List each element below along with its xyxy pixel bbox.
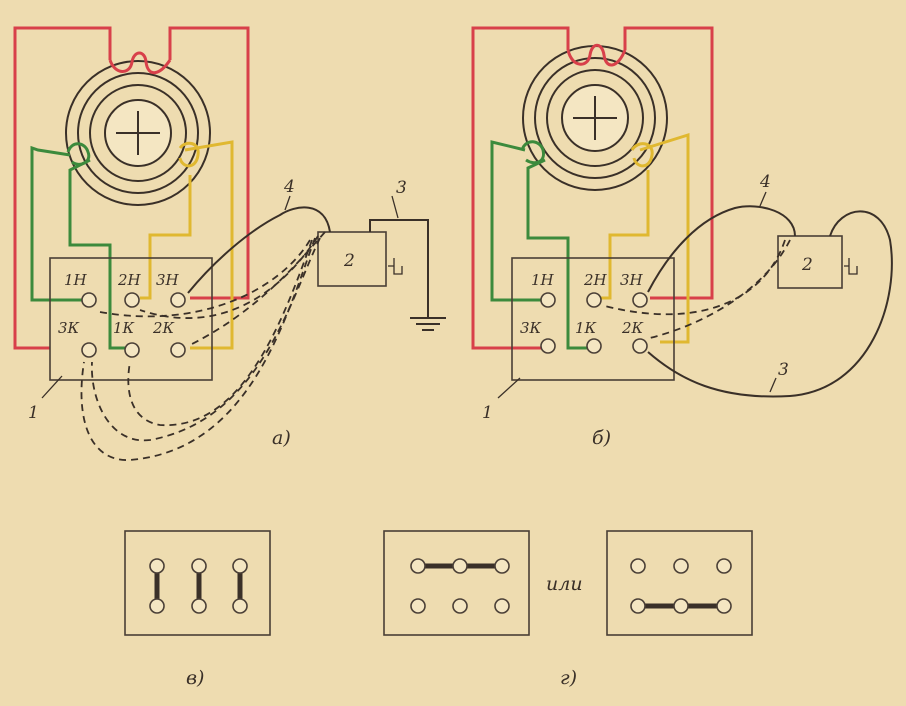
- label-2h: 2Н: [117, 271, 142, 289]
- terminal-1h-b: [540, 292, 556, 308]
- label-3h: 3Н: [156, 271, 180, 289]
- terminal-2k-b: [632, 338, 648, 354]
- callout-4-b: 4: [759, 172, 771, 192]
- label-1k-b: 1К: [575, 319, 597, 337]
- callout-line-4-a: [284, 195, 291, 211]
- or-label: или: [546, 573, 583, 595]
- yellow-coil-b: [630, 142, 654, 168]
- green-coil-a: [66, 142, 91, 166]
- caption-b: б): [592, 427, 611, 449]
- label-3k-b: 3К: [520, 319, 542, 337]
- terminal-1k-b: [586, 338, 602, 354]
- terminal-v-6: [232, 598, 248, 614]
- terminal-2h-a: [124, 292, 140, 308]
- ground-wire-a: [369, 219, 429, 318]
- figure-v: в): [124, 530, 271, 689]
- label-2k: 2К: [152, 319, 175, 337]
- red-coil-b: [566, 43, 627, 67]
- callout-line-4-b: [759, 191, 767, 207]
- label-2h-b: 2Н: [583, 271, 608, 289]
- callout-1-b: 1: [482, 403, 493, 423]
- label-1h: 1Н: [64, 271, 88, 289]
- test-device-b: [777, 235, 843, 289]
- label-1h-b: 1Н: [531, 271, 555, 289]
- board-delta-2: [606, 530, 753, 636]
- terminal-board-a: [49, 257, 213, 381]
- callout-4-a: 4: [283, 177, 295, 197]
- dashed-probe-3: [127, 239, 313, 426]
- terminal-g2-1: [630, 558, 646, 574]
- terminal-g2-4: [630, 598, 646, 614]
- device-knob-a: [388, 258, 403, 275]
- terminal-2h-b: [586, 292, 602, 308]
- terminal-3h-b: [632, 292, 648, 308]
- callout-line-1-a: [41, 375, 63, 399]
- dashed-probe-2: [80, 237, 316, 461]
- figure-g: или г): [383, 530, 753, 689]
- terminal-g1-6: [494, 598, 510, 614]
- board-delta-1: [383, 530, 530, 636]
- red-winding-b: [471, 26, 714, 350]
- terminal-v-5: [191, 598, 207, 614]
- yellow-coil-a: [178, 141, 200, 168]
- label-3k: 3К: [58, 319, 80, 337]
- terminal-2k-a: [170, 342, 186, 358]
- return-wire-b: [647, 210, 893, 398]
- device-knob-b: [844, 258, 858, 275]
- callout-1-a: 1: [28, 403, 39, 423]
- terminal-3h-a: [170, 292, 186, 308]
- terminal-3k-a: [81, 342, 97, 358]
- terminal-v-1: [149, 558, 165, 574]
- terminal-g2-6: [716, 598, 732, 614]
- device-number-a: 2: [343, 251, 355, 271]
- terminal-g2-3: [716, 558, 732, 574]
- yellow-winding-a: [140, 140, 234, 350]
- terminal-v-4: [149, 598, 165, 614]
- terminal-g1-4: [410, 598, 426, 614]
- ground-symbol: [410, 317, 446, 331]
- terminal-g2-2: [673, 558, 689, 574]
- terminal-g1-1: [410, 558, 426, 574]
- label-2k-b: 2К: [621, 319, 644, 337]
- terminal-g1-3: [494, 558, 510, 574]
- terminal-1h-a: [81, 292, 97, 308]
- board-star: [124, 530, 271, 636]
- test-cable-b: [647, 205, 796, 293]
- caption-v: в): [186, 667, 204, 689]
- terminal-labels-b: 1Н 2Н 3Н 3К 1К 2К: [520, 271, 644, 337]
- green-coil-b: [520, 140, 545, 165]
- caption-a: а): [272, 427, 291, 449]
- green-winding-b: [490, 140, 590, 350]
- red-winding-a: [13, 26, 250, 350]
- test-device-a: [317, 231, 387, 287]
- terminal-1k-a: [124, 342, 140, 358]
- terminal-g1-2: [452, 558, 468, 574]
- caption-g: г): [560, 667, 577, 689]
- callout-line-3-b: [769, 377, 777, 393]
- motor-stator-a: [65, 60, 211, 206]
- label-3h-b: 3Н: [620, 271, 644, 289]
- terminal-g2-5: [673, 598, 689, 614]
- callout-3-b: 3: [778, 360, 789, 380]
- motor-stator-b: [522, 45, 668, 191]
- terminal-v-3: [232, 558, 248, 574]
- terminal-v-2: [191, 558, 207, 574]
- terminal-g1-5: [452, 598, 468, 614]
- red-coil-a: [108, 51, 172, 75]
- callout-line-1-b: [497, 377, 521, 399]
- terminal-board-b: [511, 257, 675, 381]
- figure-b: 1Н 2Н 3Н 3К 1К 2К 2 1 3 4 б): [471, 26, 893, 449]
- callout-3-a: 3: [396, 178, 407, 198]
- test-cable-a: [187, 206, 331, 294]
- terminal-labels-a: 1Н 2Н 3Н 3К 1К 2К: [58, 271, 180, 337]
- figure-a: 1Н 2Н 3Н 3К 1К 2К 2: [13, 26, 446, 461]
- dashed-probe-5: [99, 239, 311, 318]
- device-number-b: 2: [801, 255, 813, 275]
- terminal-3k-b: [540, 338, 556, 354]
- callout-line-3-a: [391, 195, 399, 219]
- green-winding-a: [30, 145, 130, 350]
- label-1k: 1К: [113, 319, 135, 337]
